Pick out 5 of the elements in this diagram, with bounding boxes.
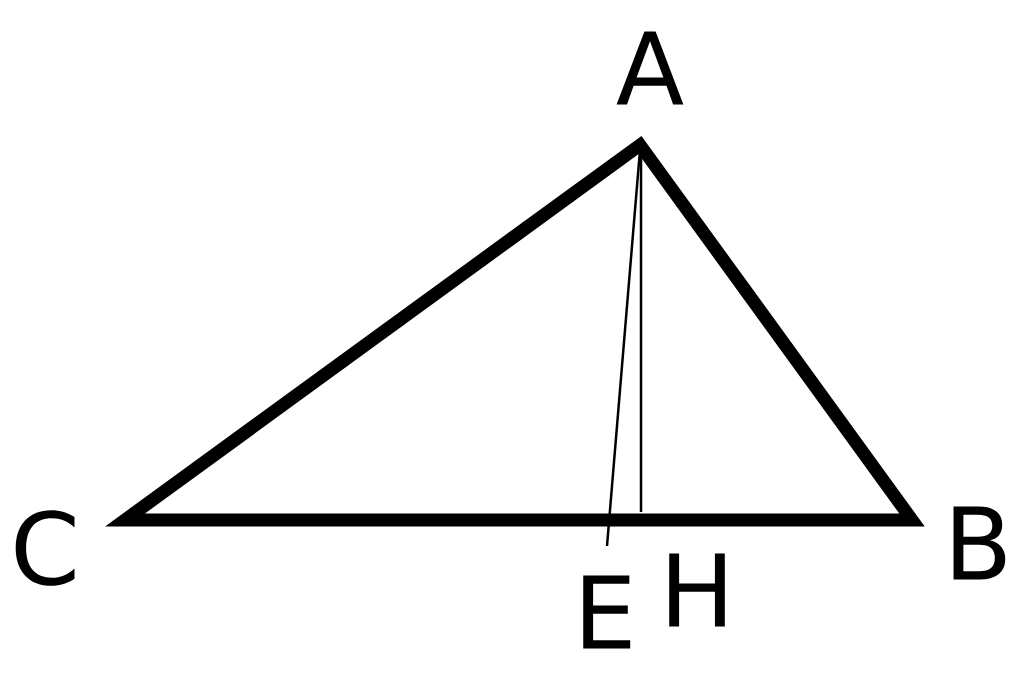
point-label: B	[953, 506, 1006, 580]
point-label: E	[583, 575, 631, 649]
point-label: H	[669, 553, 725, 627]
point-label: C	[15, 510, 75, 586]
point-label: A	[616, 31, 684, 105]
